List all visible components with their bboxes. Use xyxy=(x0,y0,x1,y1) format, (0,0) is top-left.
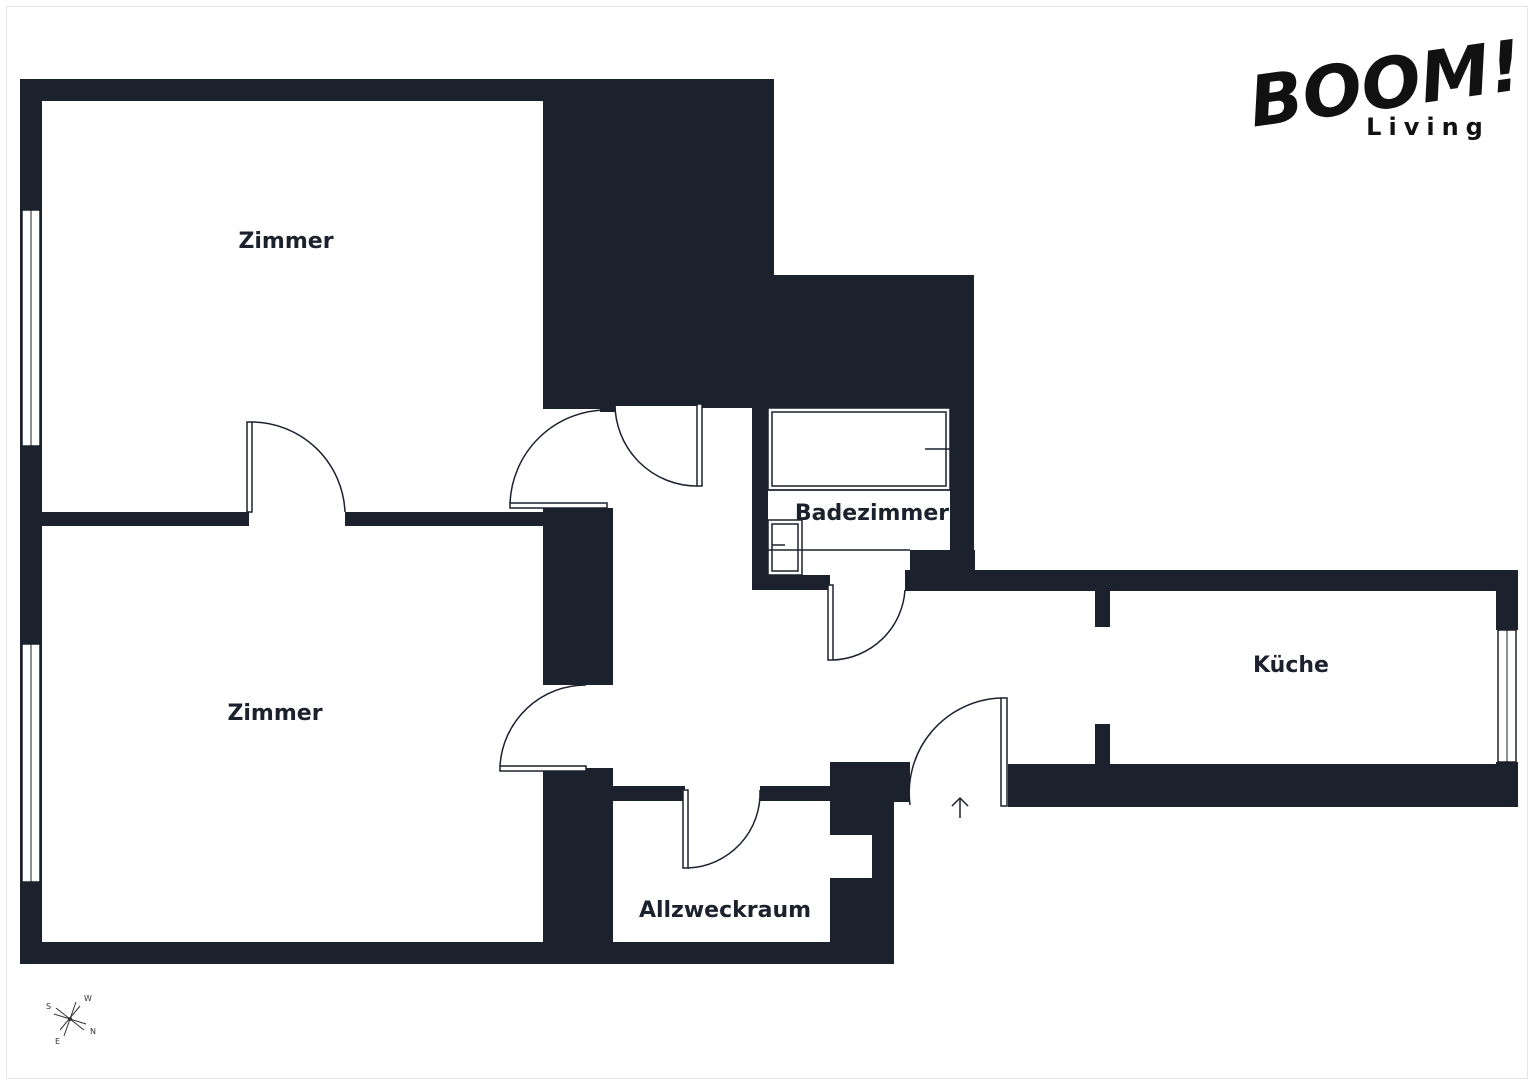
page-frame xyxy=(6,6,1528,1079)
fixtures xyxy=(685,321,951,576)
room-label-zimmer-bottom: Zimmer xyxy=(227,701,322,726)
room-label-wc: WC xyxy=(655,328,695,353)
doors xyxy=(246,403,1008,869)
compass-icon: W N E S xyxy=(46,994,96,1046)
window-mullions xyxy=(30,210,1508,882)
compass-east: E xyxy=(55,1037,60,1046)
room-label-kueche: Küche xyxy=(1253,653,1329,678)
room-label-zimmer-top: Zimmer xyxy=(238,229,333,254)
room-label-badezimmer: Badezimmer xyxy=(795,501,949,526)
entrance-arrow-icon xyxy=(951,796,969,818)
compass-north: N xyxy=(90,1027,96,1036)
room-label-allzweckraum: Allzweckraum xyxy=(639,898,811,923)
logo-sub-text: Living xyxy=(1366,113,1490,141)
compass-south: S xyxy=(46,1002,51,1011)
compass-west: W xyxy=(84,994,92,1003)
walls xyxy=(20,79,1518,964)
